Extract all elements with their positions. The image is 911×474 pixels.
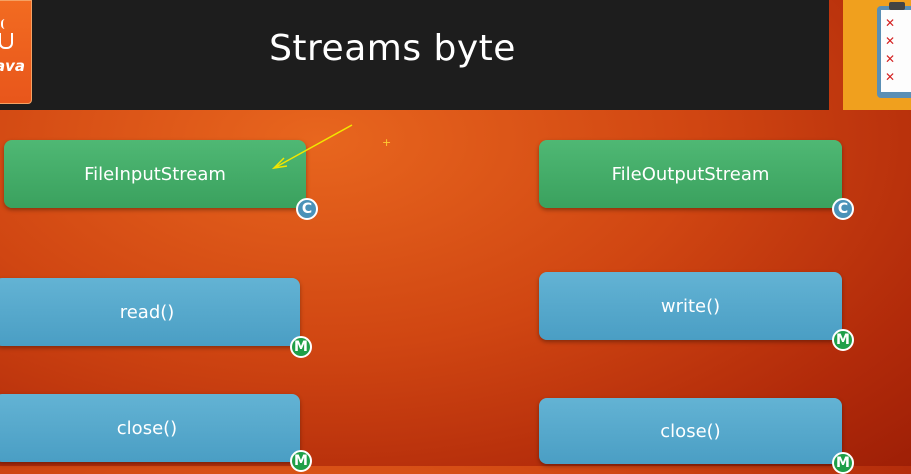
write-method-box[interactable]: write() xyxy=(539,272,842,340)
close-method-box-left[interactable]: close() xyxy=(0,394,300,462)
class-badge-icon: C xyxy=(832,198,854,220)
cursor-plus-icon: + xyxy=(382,136,392,149)
file-output-stream-box[interactable]: FileOutputStream xyxy=(539,140,842,208)
method-badge-icon: M xyxy=(290,336,312,358)
class-badge-icon: C xyxy=(296,198,318,220)
java-steam-icon xyxy=(1,19,9,29)
clipboard-clip xyxy=(889,2,905,10)
close-method-box-right[interactable]: close() xyxy=(539,398,842,464)
slide-title: Streams byte xyxy=(269,28,516,69)
read-method-label: read() xyxy=(119,301,175,323)
write-method-label: write() xyxy=(660,295,721,317)
java-cup-icon xyxy=(0,33,13,49)
java-logo: ava xyxy=(0,0,32,104)
java-logo-text: ava xyxy=(0,57,26,75)
title-bar: ava Streams byte xyxy=(0,0,829,110)
read-method-box[interactable]: read() xyxy=(0,278,300,346)
x-mark-icon: ✕ xyxy=(885,34,896,48)
x-mark-icon: ✕ xyxy=(885,70,896,84)
file-output-stream-label: FileOutputStream xyxy=(611,163,770,185)
file-input-stream-box[interactable]: FileInputStream xyxy=(4,140,306,208)
close-method-label: close() xyxy=(660,420,721,442)
clipboard-panel: ✕ ✕ ✕ ✕ xyxy=(843,0,911,110)
close-method-label: close() xyxy=(116,417,178,439)
file-input-stream-label: FileInputStream xyxy=(84,163,226,185)
clipboard-icon: ✕ ✕ ✕ ✕ xyxy=(877,2,911,98)
x-mark-icon: ✕ xyxy=(885,16,896,30)
x-mark-icon: ✕ xyxy=(885,52,896,66)
method-badge-icon: M xyxy=(832,329,854,351)
clipboard-paper: ✕ ✕ ✕ ✕ xyxy=(881,10,911,92)
